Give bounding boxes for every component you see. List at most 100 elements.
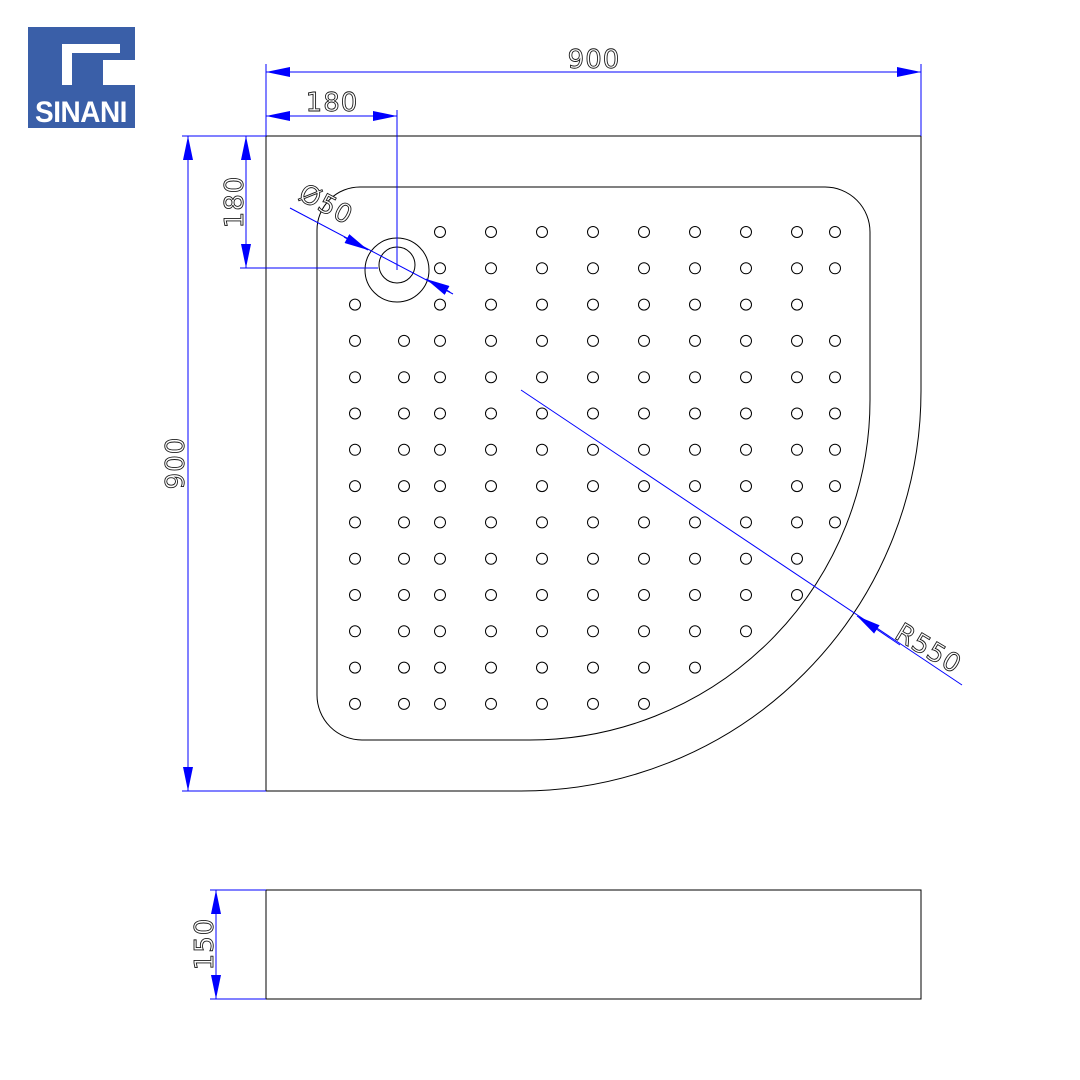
anti-slip-dot — [434, 661, 446, 674]
anti-slip-dot — [740, 516, 752, 529]
anti-slip-dot — [689, 407, 701, 420]
anti-slip-dot — [829, 407, 841, 420]
anti-slip-dot — [689, 298, 701, 311]
logo-wordmark: SINANI — [35, 96, 127, 129]
anti-slip-dot — [536, 589, 548, 601]
anti-slip-dot — [398, 443, 410, 456]
anti-slip-dot — [638, 371, 650, 384]
dimension-width: 900 — [265, 45, 922, 136]
anti-slip-dot — [740, 334, 752, 347]
anti-slip-dot — [689, 443, 701, 456]
anti-slip-dot — [349, 589, 361, 601]
anti-slip-dot — [829, 516, 841, 529]
anti-slip-dot — [398, 480, 410, 493]
anti-slip-dot — [485, 334, 497, 347]
anti-slip-dot — [740, 552, 752, 565]
anti-slip-dot — [791, 516, 803, 529]
anti-slip-dot — [485, 480, 497, 493]
anti-slip-dot — [638, 298, 650, 311]
anti-slip-dot — [536, 661, 548, 674]
anti-slip-dot — [536, 262, 548, 275]
anti-slip-dot — [587, 443, 599, 456]
anti-slip-dot — [829, 262, 841, 275]
anti-slip-dot — [689, 552, 701, 565]
anti-slip-dot — [689, 661, 701, 674]
anti-slip-dot — [587, 697, 599, 710]
anti-slip-dot — [398, 661, 410, 674]
logo-mark — [62, 44, 120, 85]
anti-slip-dot — [791, 262, 803, 275]
anti-slip-dot — [536, 552, 548, 565]
drain-offset-x-label: 180 — [306, 88, 359, 118]
anti-slip-dot — [740, 443, 752, 456]
anti-slip-dot — [536, 407, 548, 420]
anti-slip-dot — [349, 334, 361, 347]
anti-slip-dot — [587, 334, 599, 347]
anti-slip-dot — [536, 625, 548, 638]
anti-slip-dot — [638, 262, 650, 275]
anti-slip-dot — [349, 443, 361, 456]
anti-slip-dot — [587, 480, 599, 493]
anti-slip-dot — [791, 552, 803, 565]
anti-slip-dot — [485, 407, 497, 420]
anti-slip-dot — [398, 371, 410, 384]
anti-slip-dot — [829, 371, 841, 384]
anti-slip-dot — [434, 625, 446, 638]
anti-slip-dot — [349, 371, 361, 384]
anti-slip-dot — [536, 371, 548, 384]
anti-slip-dot — [740, 298, 752, 311]
anti-slip-dot — [398, 552, 410, 565]
tray-outer-outline — [265, 135, 922, 792]
anti-slip-dot — [587, 625, 599, 638]
anti-slip-dot — [829, 334, 841, 347]
anti-slip-dot — [689, 625, 701, 638]
anti-slip-dot — [791, 443, 803, 456]
tray-top-view — [265, 135, 922, 792]
anti-slip-dot — [434, 589, 446, 601]
anti-slip-dot — [587, 298, 599, 311]
drain-offset-y-label: 180 — [220, 176, 250, 229]
anti-slip-dot — [485, 516, 497, 529]
anti-slip-dot — [434, 407, 446, 420]
anti-slip-dot — [638, 334, 650, 347]
anti-slip-dot — [587, 371, 599, 384]
anti-slip-dot — [485, 262, 497, 275]
anti-slip-dot — [536, 697, 548, 710]
anti-slip-dot — [638, 480, 650, 493]
anti-slip-dot — [349, 480, 361, 493]
anti-slip-dot — [485, 298, 497, 311]
anti-slip-dot — [485, 552, 497, 565]
anti-slip-dot — [349, 625, 361, 638]
anti-slip-dot — [587, 407, 599, 420]
anti-slip-dot — [434, 552, 446, 565]
anti-slip-dot — [689, 516, 701, 529]
anti-slip-dot — [485, 589, 497, 601]
anti-slip-dot — [791, 371, 803, 384]
anti-slip-dot — [587, 552, 599, 565]
anti-slip-dot — [689, 334, 701, 347]
dimension-drain-offset-x: 180 — [266, 88, 398, 270]
anti-slip-dot — [398, 589, 410, 601]
sinani-logo: SINANI — [28, 27, 135, 129]
anti-slip-dot — [791, 298, 803, 311]
anti-slip-dot — [740, 480, 752, 493]
width-label: 900 — [568, 45, 621, 75]
tray-inner-basin-outline — [316, 186, 871, 741]
anti-slip-dot — [638, 407, 650, 420]
anti-slip-dot — [398, 334, 410, 347]
anti-slip-dot — [434, 443, 446, 456]
anti-slip-dot — [638, 625, 650, 638]
anti-slip-dot — [485, 697, 497, 710]
anti-slip-dot — [689, 226, 701, 238]
dimension-drain-diameter: Ø50 — [289, 178, 454, 295]
anti-slip-dot — [349, 516, 361, 529]
anti-slip-dot — [791, 589, 803, 601]
anti-slip-dot — [398, 516, 410, 529]
anti-slip-dot — [349, 407, 361, 420]
dimension-radius: R550 — [520, 389, 967, 686]
anti-slip-dot — [536, 480, 548, 493]
anti-slip-dot — [349, 552, 361, 565]
dimension-drain-offset-y: 180 — [220, 135, 378, 269]
anti-slip-dot — [587, 661, 599, 674]
